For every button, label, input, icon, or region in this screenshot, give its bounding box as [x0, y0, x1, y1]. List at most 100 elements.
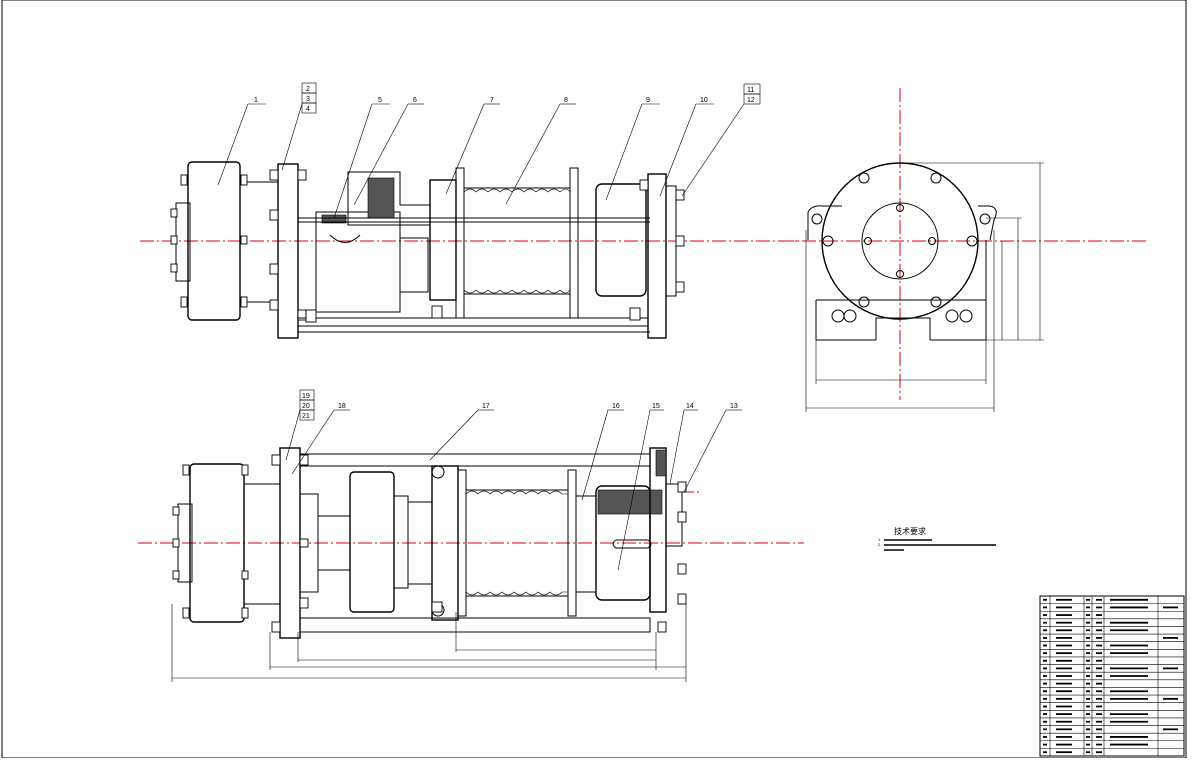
bolt	[182, 464, 190, 476]
bolt	[677, 593, 687, 605]
balloon-6: 6	[413, 97, 417, 104]
bolt	[240, 296, 248, 308]
bolt	[677, 481, 687, 493]
mounting-ears	[807, 205, 997, 241]
balloon-11: 11	[747, 87, 754, 94]
side-view	[780, 88, 1148, 412]
rope-coils-bottom	[463, 289, 571, 294]
base-notch	[875, 317, 931, 340]
bolt-hole	[928, 237, 936, 245]
key-slot	[612, 539, 652, 549]
bolt	[305, 309, 317, 323]
bolt	[431, 601, 443, 613]
note-1: 1.	[878, 537, 881, 542]
balloon-16: 16	[612, 403, 620, 410]
bolt-hole	[945, 309, 959, 323]
parts-list-table	[1039, 595, 1185, 757]
bolt	[271, 621, 281, 633]
hatched-key	[321, 214, 347, 224]
bolt	[675, 281, 685, 293]
balloon-2: 2	[306, 86, 310, 93]
technical-notes: 技术要求 1. 2.	[878, 526, 996, 551]
bolt	[269, 209, 279, 221]
left-side-plate	[277, 163, 299, 339]
base-frame	[297, 317, 649, 327]
rope-coils-top	[463, 188, 571, 193]
bolt-hole	[930, 172, 942, 184]
gearbox-housing	[315, 211, 401, 313]
bolt-hole	[896, 204, 904, 212]
bolt	[299, 597, 309, 609]
bolt-hole	[959, 309, 973, 323]
balloon-9: 9	[646, 97, 650, 104]
bolt	[269, 299, 279, 311]
bolt	[182, 607, 190, 619]
bolt	[241, 607, 249, 619]
bolt	[240, 174, 248, 186]
bearing-seat	[399, 237, 429, 293]
balloon-4: 4	[306, 106, 310, 113]
bolt	[431, 305, 443, 319]
bolt-hole	[966, 235, 978, 247]
note-2: 2.	[878, 542, 881, 547]
bolt-hole	[831, 309, 845, 323]
balloon-5: 5	[378, 97, 382, 104]
key-slot	[329, 234, 361, 243]
balloon-18: 18	[338, 403, 346, 410]
bolt-hole	[858, 172, 870, 184]
drum-flange-plate	[455, 167, 465, 319]
bolt-hole	[930, 296, 942, 308]
bolt	[269, 263, 279, 275]
balloon-20: 20	[302, 403, 310, 410]
bolt	[675, 189, 685, 201]
balloon-7: 7	[490, 97, 494, 104]
balloons-top: 1 2 3 4 5 6 7 8 9 10 11 12	[217, 82, 761, 219]
notes-title: 技术要求	[894, 526, 926, 536]
bolt	[241, 570, 249, 580]
bolt	[629, 307, 641, 321]
motor-adapter	[243, 483, 281, 605]
bolt	[172, 570, 180, 580]
balloon-10: 10	[700, 97, 708, 104]
brake-housing	[595, 183, 647, 297]
bolt	[240, 235, 248, 245]
drum-right-flange	[569, 167, 579, 319]
bolt-hole	[822, 235, 834, 247]
bolt	[271, 454, 281, 466]
balloons-bottom: 19 20 21 18 17 16 15 14 13	[285, 389, 742, 571]
hatched-bracket	[655, 449, 667, 477]
bolt-hole	[843, 309, 857, 323]
bolt	[170, 208, 178, 218]
bolt	[675, 235, 685, 247]
bolt	[639, 179, 649, 191]
bolt-hole	[864, 237, 872, 245]
gear-ring	[393, 495, 409, 589]
bolt	[180, 174, 188, 186]
right-side-plate	[647, 173, 667, 339]
rope-coils-bottom	[465, 591, 568, 596]
bolt	[180, 296, 188, 308]
bolt	[677, 563, 687, 575]
balloon-13: 13	[730, 403, 738, 410]
balloon-8: 8	[564, 97, 568, 104]
bolt	[172, 538, 180, 548]
front-view	[140, 161, 800, 339]
title-block-border	[1039, 595, 1185, 757]
plan-view	[138, 447, 804, 682]
planetary-gear-housing	[349, 471, 395, 613]
bolt	[170, 235, 178, 245]
ear-hole	[979, 213, 991, 225]
balloon-21: 21	[302, 413, 310, 420]
bolt	[297, 169, 307, 181]
bolt	[657, 621, 667, 633]
bolt	[677, 511, 687, 523]
ear-hole	[811, 213, 823, 225]
balloon-19: 19	[302, 393, 310, 400]
balloon-15: 15	[652, 403, 660, 410]
flange-circle	[861, 202, 939, 280]
rope-coils-top	[465, 490, 568, 495]
bolt	[269, 169, 279, 181]
